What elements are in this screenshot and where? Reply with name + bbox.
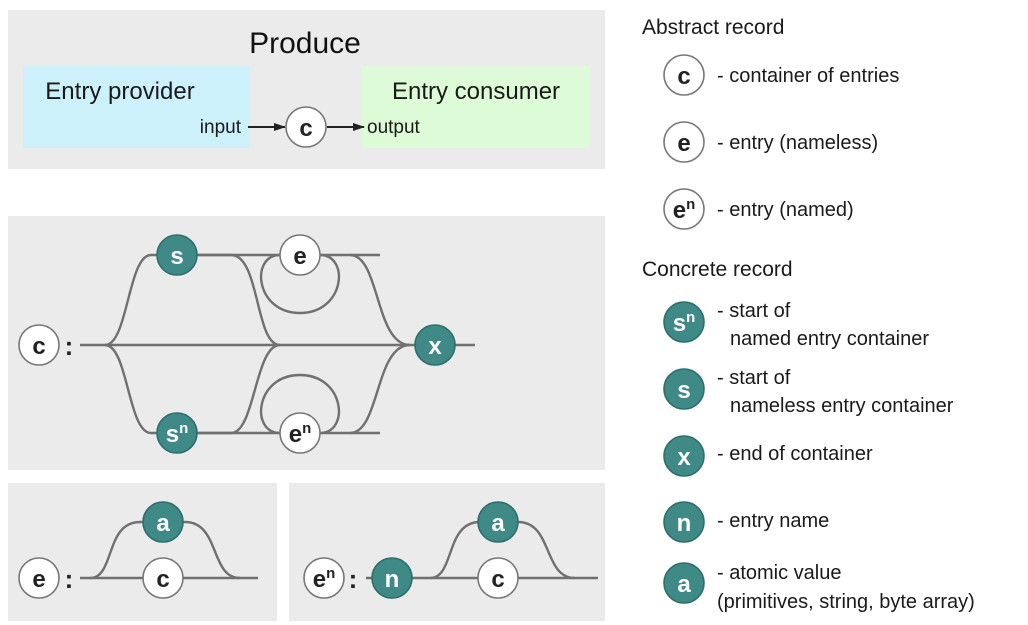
svg-text:a: a (156, 510, 170, 537)
svg-text:e: e (32, 566, 45, 593)
svg-text:en: en (289, 420, 312, 448)
svg-text:a: a (491, 510, 505, 537)
legend-start-nameless-desc-line2: nameless entry container (730, 395, 954, 417)
svg-text:en: en (313, 565, 336, 593)
svg-text:s: s (170, 243, 183, 270)
entry-provider-label: Entry provider (45, 78, 194, 105)
named-entry-rule-colon: : (349, 564, 358, 594)
legend-container-desc: - container of entries (717, 65, 899, 87)
legend-atomic-desc-line1: - atomic value (717, 562, 842, 584)
legend-atomic-desc-line2: (primitives, string, byte array) (717, 591, 975, 613)
container-rule-colon: : (65, 331, 74, 361)
entry-rule-colon: : (65, 564, 74, 594)
legend-end-desc: - end of container (717, 443, 873, 465)
input-label: input (200, 117, 242, 138)
entry-consumer-box (362, 66, 590, 148)
entry-container-node: c (142, 557, 184, 599)
svg-text:c: c (491, 566, 504, 593)
named-entry-grammar-background (289, 483, 605, 621)
legend-start-named-node: sn (663, 301, 705, 343)
entry-grammar-panel: e : a c (8, 483, 277, 621)
legend-name-desc: - entry name (717, 510, 829, 532)
svg-text:a: a (677, 571, 691, 598)
entry-grammar-background (8, 483, 277, 621)
start-nameless-node: s (156, 234, 198, 276)
svg-text:n: n (385, 566, 400, 593)
entry-nameless-node: e (279, 234, 321, 276)
named-entry-grammar-panel: en : n a c (289, 483, 605, 621)
legend-start-nameless-node: s (663, 368, 705, 410)
legend-named-entry-desc: - entry (named) (717, 199, 854, 221)
legend-atomic-node: a (663, 562, 705, 604)
svg-text:c: c (677, 63, 690, 90)
legend: Abstract record c - container of entries… (642, 16, 975, 613)
svg-text:e: e (293, 243, 306, 270)
legend-entry-node: e (663, 121, 705, 163)
svg-text:en: en (673, 196, 696, 224)
entry-atomic-node: a (142, 501, 184, 543)
svg-text:c: c (299, 115, 312, 142)
svg-text:n: n (677, 510, 692, 537)
svg-text:e: e (677, 130, 690, 157)
container-grammar-panel: c : s sn e en x (8, 216, 605, 470)
abstract-record-heading: Abstract record (642, 16, 784, 39)
legend-start-nameless-desc-line1: - start of (717, 367, 791, 389)
legend-container-node: c (663, 54, 705, 96)
svg-text:sn: sn (673, 309, 696, 337)
svg-text:c: c (156, 566, 169, 593)
end-container-node: x (414, 324, 456, 366)
output-label: output (367, 117, 421, 138)
legend-start-named-desc-line1: - start of (717, 300, 791, 322)
produce-panel: Produce Entry provider input Entry consu… (8, 10, 605, 169)
svg-text:x: x (677, 444, 691, 471)
named-entry-lhs-node: en (303, 557, 345, 599)
produce-title: Produce (249, 27, 361, 60)
start-named-node: sn (156, 412, 198, 454)
legend-entry-desc: - entry (nameless) (717, 132, 878, 154)
concrete-record-heading: Concrete record (642, 258, 793, 281)
produce-container-node: c (285, 106, 327, 148)
entry-consumer-label: Entry consumer (392, 78, 560, 105)
named-entry-container-node: c (477, 557, 519, 599)
legend-start-named-desc-line2: named entry container (730, 328, 929, 350)
container-grammar-wires (80, 253, 475, 435)
svg-text:x: x (428, 333, 442, 360)
svg-text:sn: sn (166, 420, 189, 448)
legend-end-node: x (663, 435, 705, 477)
legend-named-entry-node: en (663, 188, 705, 230)
svg-text:c: c (32, 333, 45, 360)
entry-provider-box (23, 66, 250, 148)
named-entry-name-node: n (371, 557, 413, 599)
entry-named-node: en (279, 412, 321, 454)
named-entry-atomic-node: a (477, 501, 519, 543)
svg-text:s: s (677, 377, 690, 404)
legend-name-node: n (663, 501, 705, 543)
entry-lhs-node: e (18, 557, 60, 599)
container-lhs-node: c (18, 324, 60, 366)
